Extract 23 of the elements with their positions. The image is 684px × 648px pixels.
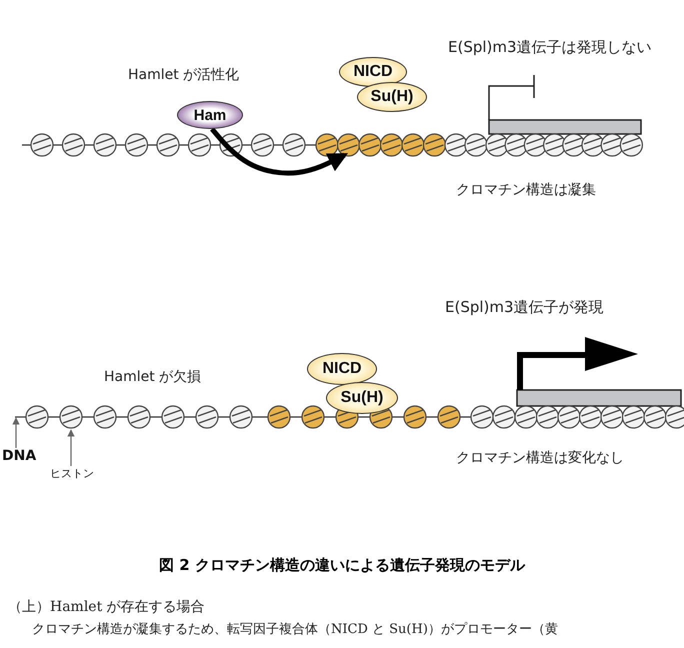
- protein-ellipse: Su(H): [326, 382, 398, 414]
- chromatin-label: クロマチン構造は凝集: [456, 181, 596, 199]
- protein-ellipse: Ham: [177, 101, 243, 129]
- leader-line: [67, 429, 75, 466]
- figure-title: 図 2 クロマチン構造の違いによる遺伝子発現のモデル: [158, 556, 526, 575]
- chromatin-label: クロマチン構造は変化なし: [456, 449, 624, 467]
- hamlet-label: Hamlet が欠損: [104, 368, 202, 386]
- histone-icon: [59, 405, 83, 429]
- hamlet-label: Hamlet が活性化: [128, 66, 240, 84]
- histone-label: ヒストン: [50, 467, 94, 480]
- curved-arrow: [210, 127, 348, 176]
- gene-bar: [516, 389, 682, 407]
- protein-ellipse: Su(H): [357, 82, 427, 112]
- gene-expression-label: E(Spl)m3遺伝子は発現しない: [448, 38, 652, 57]
- protein-ellipse: NICD: [307, 353, 377, 385]
- gene-bar: [488, 119, 642, 135]
- protein-ellipse: NICD: [339, 57, 407, 87]
- leader-line: [12, 417, 20, 448]
- histone-icon: [336, 133, 360, 157]
- gene-expression-label: E(Spl)m3遺伝子が発現: [445, 298, 604, 317]
- dna-label: DNA: [2, 448, 36, 464]
- caption-text: （上）Hamlet が存在する場合: [8, 598, 205, 616]
- caption-text: クロマチン構造が凝集するため、転写因子複合体（NICD と Su(H)）がプロモーター（黄: [32, 621, 558, 638]
